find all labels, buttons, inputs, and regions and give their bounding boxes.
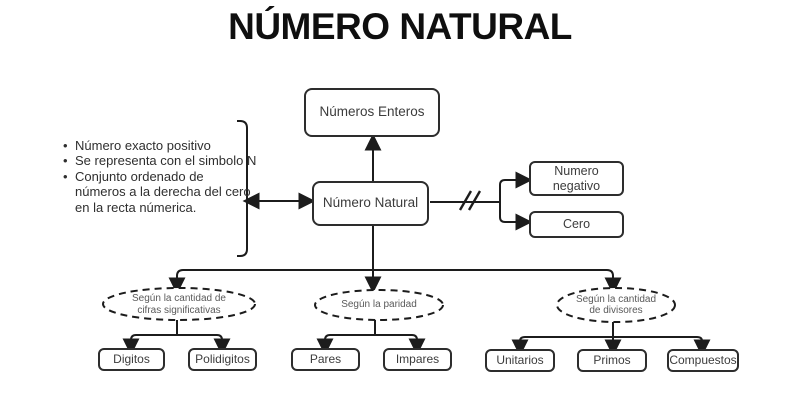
branch-divisores xyxy=(511,336,711,357)
node-label: Números Enteros xyxy=(319,104,425,120)
node-label: Primos xyxy=(593,353,631,368)
criterion-line: Según la cantidad xyxy=(575,293,657,305)
criterion-line: Según la cantidad de xyxy=(132,293,226,304)
node-compuestos: Compuestos xyxy=(667,349,739,372)
note-line: Número exacto positivo xyxy=(75,138,211,153)
arrow-to-cero xyxy=(499,202,533,231)
node-impares: Impares xyxy=(383,348,452,371)
criterion-divisores-ellipse xyxy=(556,287,676,323)
note-line: números a la derecha del cero xyxy=(75,184,251,200)
node-label: Digitos xyxy=(113,352,150,367)
node-numero-negativo: Numero negativo xyxy=(529,161,624,196)
node-label: Compuestos xyxy=(669,353,737,368)
criterion-line: de divisores xyxy=(589,305,643,316)
note-item: Número exacto positivo xyxy=(62,138,258,154)
note-line: en la recta númerica. xyxy=(75,199,197,215)
criterion-line: Según la paridad xyxy=(341,299,417,311)
node-digitos: Digitos xyxy=(98,348,165,371)
node-primos: Primos xyxy=(577,349,647,372)
node-label: Impares xyxy=(395,352,440,367)
node-label: Cero xyxy=(562,217,591,231)
page-title: NÚMERO NATURAL xyxy=(228,6,572,47)
criterion-line: cifras significativas xyxy=(137,304,221,316)
node-pares: Pares xyxy=(291,348,360,371)
criterion-paridad-ellipse xyxy=(314,289,444,321)
criterion-cifras-label: Según la cantidad de cifras significativ… xyxy=(103,289,255,320)
criterion-cifras-ellipse xyxy=(102,287,256,321)
arrow-to-negativo xyxy=(499,171,533,202)
break-slash-icon xyxy=(467,190,482,211)
node-cero: Cero xyxy=(529,211,624,238)
node-label: Polidigitos xyxy=(195,352,250,367)
note-line: Se representa con el simbolo N xyxy=(75,153,257,169)
break-slash-icon xyxy=(458,190,473,211)
node-label: Pares xyxy=(309,352,342,367)
note-item: Se representa con el simbolo N xyxy=(62,153,258,169)
notes-list: Número exacto positivo Se representa con… xyxy=(62,138,258,215)
node-polidigitos: Polidigitos xyxy=(188,348,257,371)
branch-paridad xyxy=(316,334,426,356)
criterion-divisores-label: Según la cantidad de divisores xyxy=(557,289,675,321)
node-label: Numero negativo xyxy=(552,163,601,193)
node-unitarios: Unitarios xyxy=(485,349,555,372)
note-item: Conjunto ordenado de números a la derech… xyxy=(62,169,258,215)
node-label: Unitarios xyxy=(496,353,544,368)
note-line: Conjunto ordenado de xyxy=(75,168,204,184)
node-numero-natural: Número Natural xyxy=(312,181,429,226)
criterion-paridad-label: Según la paridad xyxy=(315,291,443,319)
branch-cifras xyxy=(122,334,231,356)
node-numeros-enteros: Números Enteros xyxy=(304,88,440,137)
branch-to-criteria xyxy=(168,269,622,295)
node-label: Número Natural xyxy=(322,195,419,211)
